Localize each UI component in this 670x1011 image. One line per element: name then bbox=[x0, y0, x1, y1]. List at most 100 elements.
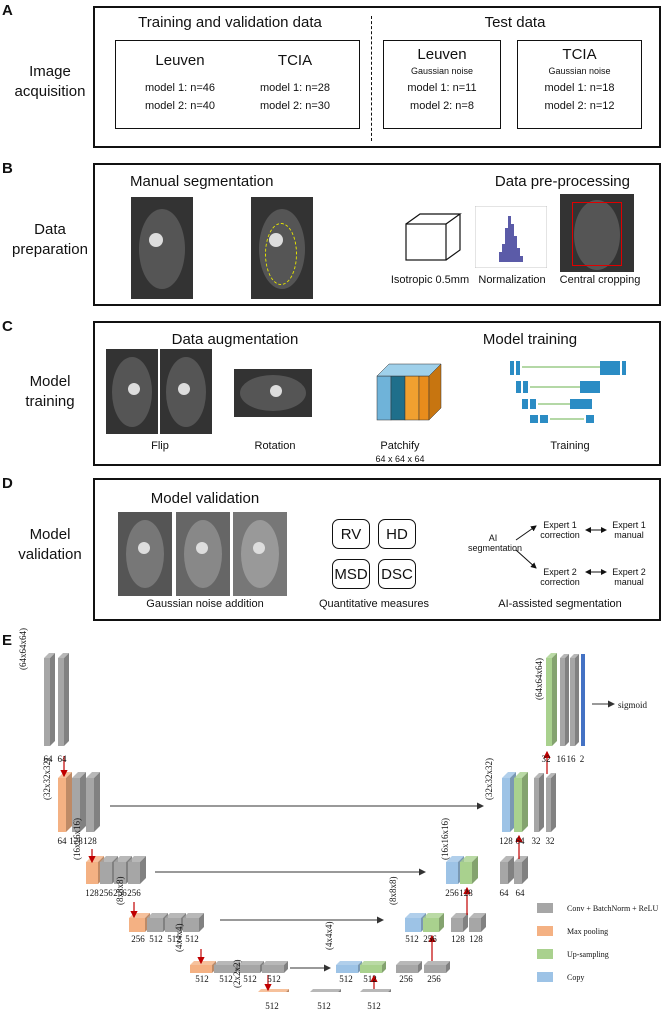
crop-label: Central cropping bbox=[559, 274, 641, 286]
panel-letter-e: E bbox=[2, 632, 13, 649]
tcia-train-name: TCIA bbox=[277, 52, 313, 69]
level-label-r3: (16x16x16) bbox=[440, 818, 450, 860]
chan-r5-1: 512 bbox=[363, 974, 377, 984]
conv-block-r5-1 bbox=[396, 961, 422, 973]
prep-title: Data pre-processing bbox=[494, 173, 630, 190]
legend-up: Up-sampling bbox=[567, 950, 609, 959]
leuven-train-m1: model 1: n=46 bbox=[144, 82, 216, 94]
chan-l5-3: 512 bbox=[267, 974, 281, 984]
chan-l4-1: 512 bbox=[149, 934, 163, 944]
mri-flip-1 bbox=[106, 349, 158, 434]
tcia-test-name: TCIA bbox=[562, 46, 597, 63]
legend-conv: Conv + BatchNorm + ReLU bbox=[567, 904, 659, 913]
chan-r1-2: 16 bbox=[566, 754, 576, 764]
pool-block-l5 bbox=[190, 961, 216, 973]
chan-r2-2: 32 bbox=[531, 836, 541, 846]
leuven-test-m2: model 2: n=8 bbox=[410, 100, 474, 112]
aug-title: Data augmentation bbox=[171, 331, 299, 348]
expert1-correction: Expert 1 correction bbox=[540, 520, 580, 540]
panel-letter-b: B bbox=[2, 160, 13, 177]
measure-dsc: DSC bbox=[378, 559, 416, 589]
level-label-r5: (4x4x4) bbox=[324, 921, 334, 951]
chan-l1-0: 64 bbox=[43, 754, 53, 764]
panel-letter-d: D bbox=[2, 475, 13, 492]
mri-manual-2 bbox=[251, 197, 313, 299]
patch-size-label: 64 x 64 x 64 bbox=[375, 454, 425, 464]
leuven-test-name: Leuven bbox=[417, 46, 467, 63]
chan-r3-2: 64 bbox=[499, 888, 509, 898]
chan-r3-0: 256 bbox=[445, 888, 459, 898]
chan-l2-0: 64 bbox=[57, 836, 67, 846]
sigmoid-label: sigmoid bbox=[618, 700, 648, 710]
conv-block-l1-2 bbox=[58, 653, 69, 746]
chan-r5-0: 512 bbox=[339, 974, 353, 984]
chan-r1-3: 2 bbox=[579, 754, 585, 764]
level-label-r1: (64x64x64) bbox=[534, 658, 544, 700]
measure-msd: MSD bbox=[332, 559, 370, 589]
panel-c-box bbox=[93, 321, 661, 466]
chan-r2-1: 64 bbox=[515, 836, 525, 846]
flip-label: Flip bbox=[151, 440, 169, 452]
val-title: Model validation bbox=[150, 490, 260, 507]
up-block-r2 bbox=[514, 772, 528, 832]
normalization-histogram bbox=[475, 206, 547, 268]
chan-r4-0: 512 bbox=[405, 934, 419, 944]
conv-block-r2-1 bbox=[534, 773, 544, 832]
expert2-manual: Expert 2 manual bbox=[612, 567, 646, 587]
chan-l1-1: 64 bbox=[57, 754, 67, 764]
conv-block-r1-2 bbox=[570, 654, 579, 746]
conv-block-r3-1 bbox=[500, 856, 514, 884]
legend-copy-swatch bbox=[537, 972, 553, 982]
mri-flip-2 bbox=[160, 349, 212, 434]
chan-l5-2: 512 bbox=[243, 974, 257, 984]
panel-b-box bbox=[93, 163, 661, 306]
panel-letter-c: C bbox=[2, 318, 13, 335]
chan-r4-1: 256 bbox=[423, 934, 437, 944]
chan-l5-1: 512 bbox=[219, 974, 233, 984]
chan-l6-1: 512 bbox=[317, 1001, 331, 1011]
mri-noise-2 bbox=[176, 512, 230, 596]
chan-l3-3: 256 bbox=[127, 888, 141, 898]
tcia-test-m2: model 2: n=12 bbox=[544, 100, 615, 112]
patchify-label: Patchify bbox=[380, 440, 420, 452]
conv-block-r4-2 bbox=[469, 913, 486, 932]
chan-l3-1: 256 bbox=[99, 888, 113, 898]
tcia-train-m2: model 2: n=30 bbox=[259, 100, 331, 112]
conv-block-l4-1 bbox=[147, 913, 168, 932]
patchify-cube bbox=[376, 363, 442, 421]
iso-label: Isotropic 0.5mm bbox=[390, 274, 470, 286]
leuven-test-m1: model 1: n=11 bbox=[407, 82, 477, 94]
ai-assisted-label: AI-assisted segmentation bbox=[498, 598, 622, 610]
conv-block-l3-3 bbox=[128, 856, 146, 884]
conv-block-r1-1 bbox=[560, 654, 569, 746]
chan-l6-2: 512 bbox=[367, 1001, 381, 1011]
train-test-divider bbox=[371, 16, 372, 141]
conv-block-r3-2 bbox=[514, 856, 528, 884]
unet-architecture bbox=[44, 653, 615, 992]
panel-b-label: Data preparation bbox=[12, 221, 88, 258]
chan-l6-0: 512 bbox=[265, 1001, 279, 1011]
legend-conv-swatch bbox=[537, 903, 553, 913]
level-label-l1: (64x64x64) bbox=[18, 628, 28, 670]
up-block-r5 bbox=[360, 961, 386, 973]
output-block bbox=[581, 654, 585, 746]
mri-noise-1 bbox=[118, 512, 172, 596]
conv-block-r2-2 bbox=[546, 773, 556, 832]
mri-noise-3 bbox=[233, 512, 287, 596]
chan-l2-2: 128 bbox=[83, 836, 97, 846]
conv-block-l2-1 bbox=[72, 772, 86, 832]
training-label: Training bbox=[550, 440, 590, 452]
chan-l4-3: 512 bbox=[185, 934, 199, 944]
ai-assist-arrows bbox=[515, 525, 607, 575]
unet-training-icon bbox=[510, 361, 626, 423]
conv-block-l1-1 bbox=[44, 653, 55, 746]
copy-block-r2 bbox=[502, 772, 516, 832]
panel-a-box bbox=[93, 6, 661, 148]
legend-copy: Copy bbox=[567, 973, 585, 982]
mri-cropping bbox=[560, 194, 634, 272]
panel-letter-a: A bbox=[2, 2, 13, 19]
measures-label: Quantitative measures bbox=[318, 598, 430, 610]
leuven-train-name: Leuven bbox=[155, 52, 205, 69]
up-block-r3 bbox=[460, 856, 478, 884]
leuven-test-box bbox=[383, 40, 501, 129]
